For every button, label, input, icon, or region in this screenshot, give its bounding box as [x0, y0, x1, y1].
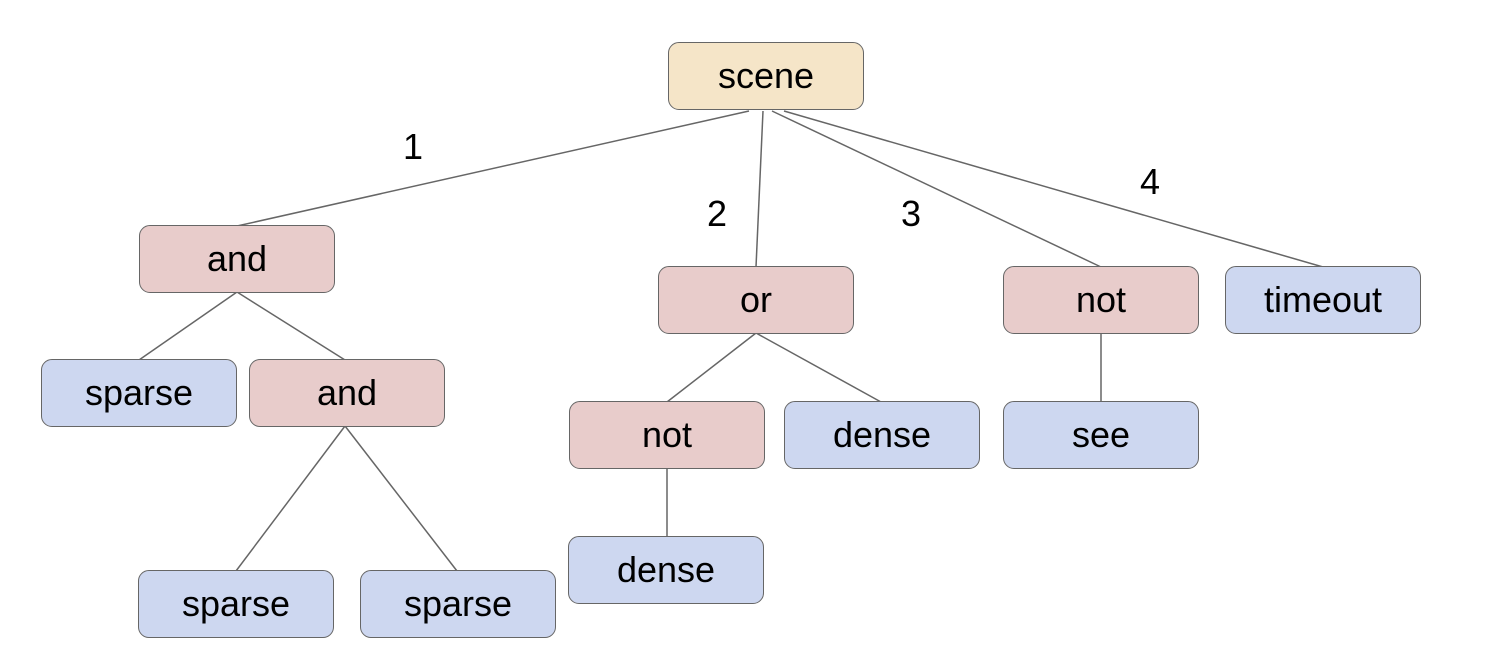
node-and-2: and	[249, 359, 445, 427]
node-dense-2: dense	[784, 401, 980, 469]
node-dense-1: dense	[568, 536, 764, 604]
node-sparse-1: sparse	[41, 359, 237, 427]
edge-and-sparse	[138, 291, 238, 361]
edge-scene-and	[236, 110, 750, 227]
edge-label-2: 2	[706, 193, 728, 234]
node-see: see	[1003, 401, 1199, 469]
node-not-1: not	[569, 401, 765, 469]
node-or: or	[658, 266, 854, 334]
node-not-2: not	[1003, 266, 1199, 334]
edge-or-not	[666, 332, 757, 403]
edge-and2-sparse2	[344, 425, 458, 572]
edge-scene-not	[771, 110, 1102, 268]
edge-or-dense	[755, 332, 882, 403]
edge-and2-sparse1	[235, 425, 346, 572]
node-timeout: timeout	[1225, 266, 1421, 334]
node-sparse-3: sparse	[360, 570, 556, 638]
node-scene: scene	[668, 42, 864, 110]
node-sparse-2: sparse	[138, 570, 334, 638]
edge-label-3: 3	[900, 193, 922, 234]
edge-scene-or	[755, 110, 764, 268]
edge-scene-timeout	[783, 110, 1324, 268]
edge-and-and	[236, 291, 346, 361]
edge-label-1: 1	[402, 126, 424, 167]
edge-label-4: 4	[1139, 161, 1161, 202]
node-and-1: and	[139, 225, 335, 293]
